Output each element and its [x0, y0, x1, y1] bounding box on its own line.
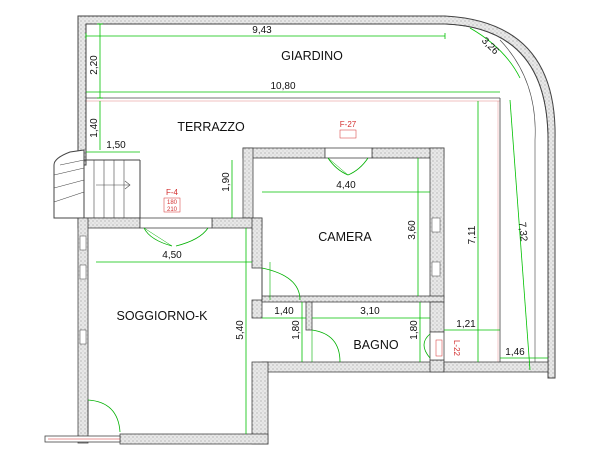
room-label-camera: CAMERA [318, 230, 372, 244]
dimension-lines [85, 23, 548, 434]
tag-f4: F-4 [166, 188, 179, 197]
dim-right-curve: 7,32 [516, 222, 529, 243]
terrace-railing [86, 97, 501, 370]
dim-side-1-21: 1,21 [456, 319, 476, 330]
door-camera [261, 262, 301, 301]
dim-giardino-width: 9,43 [252, 25, 272, 36]
dim-bagno-depth: 1,80 [409, 320, 420, 340]
window-bagno [423, 331, 445, 361]
dim-hall-width: 1,40 [274, 306, 294, 317]
dim-bagno-width: 3,10 [360, 306, 380, 317]
door-entrance [87, 399, 121, 434]
door-bagno [311, 329, 341, 363]
wall-details [79, 217, 441, 345]
window-f4 [139, 217, 213, 247]
dim-camera-depth: 3,60 [407, 220, 418, 240]
tag-w1: 180 [167, 200, 178, 206]
dim-stair-width: 1,50 [106, 140, 126, 151]
outer-wall [77, 15, 556, 379]
room-label-bagno: BAGNO [353, 338, 398, 352]
tag-side: L-22 [452, 340, 461, 357]
room-label-giardino: GIARDINO [281, 49, 343, 63]
dim-terrazzo-depth: 1,40 [89, 118, 100, 138]
dim-curve: 3,26 [479, 35, 501, 57]
room-labels: GIARDINO TERRAZZO CAMERA SOGGIORNO-K BAG… [117, 49, 399, 352]
dim-giardino-depth: 2,20 [89, 55, 100, 75]
dim-right-total: 7,11 [467, 225, 478, 244]
dim-camera-width: 4,40 [336, 180, 356, 191]
tag-w2: 210 [167, 207, 178, 213]
room-label-soggiorno: SOGGIORNO-K [117, 309, 209, 323]
dim-terrazzo-width: 10,80 [270, 81, 295, 92]
dimension-texts: 9,43 2,20 3,26 10,80 1,40 1,50 1,90 4,40… [89, 25, 529, 358]
window-f27 [324, 147, 373, 176]
tag-f27: F-27 [340, 120, 357, 129]
staircase [53, 149, 141, 219]
dim-left-1-90: 1,90 [221, 172, 232, 192]
room-label-terrazzo: TERRAZZO [177, 120, 245, 134]
dim-soggiorno-width: 4,50 [162, 250, 182, 261]
dim-side-1-46: 1,46 [505, 347, 525, 358]
dim-soggiorno-depth: 5,40 [235, 320, 246, 340]
window-tags: F-27 F-4 180 210 L-22 [163, 120, 461, 357]
dim-hall-depth: 1,80 [291, 320, 302, 340]
